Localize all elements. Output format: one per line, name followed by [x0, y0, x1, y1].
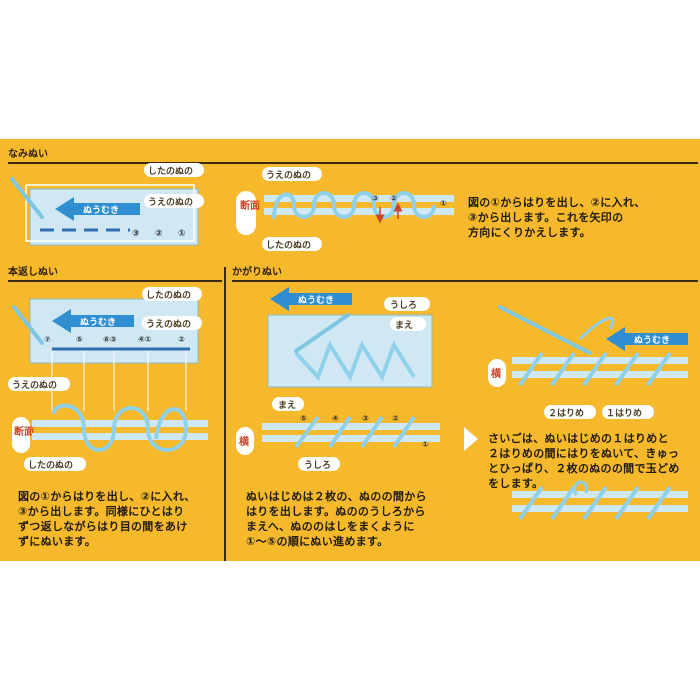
backstitch-cloth-illustration: ぬうむき したのぬの うえのぬの ⑦ ⑤ ⑥③ ④① ② — [12, 287, 202, 411]
next-arrow — [464, 427, 478, 451]
oc-front2-label: まえ — [278, 400, 296, 411]
bs-upper-cloth-cs-label: うえのぬの — [12, 380, 57, 391]
instruction-panel: なみぬい 本返しぬい かがりぬい ぬうむき したのぬの うえのぬの ③ ② ① … — [0, 139, 700, 561]
bs-num-41: ④① — [138, 335, 152, 344]
divider — [224, 267, 226, 561]
oc-num-4: ④ — [332, 414, 339, 423]
backstitch-instructions: 図の①からはりを出し、②に入れ、 ③から出します。同様にひとはり ずつ返しながら… — [18, 490, 196, 548]
oc-side-label: 横 — [239, 435, 250, 448]
bs-upper-cloth-label: うえのぬの — [146, 319, 191, 330]
under-cloth-label: したのぬの — [148, 166, 193, 177]
bs-num-7: ⑦ — [44, 335, 51, 344]
upper-cloth-label: うえのぬの — [148, 197, 193, 208]
oc-num-3: ③ — [362, 414, 369, 423]
bs-cross-section-label: 断面 — [14, 425, 34, 438]
oc-back-label: うしろ — [390, 300, 417, 311]
running-cloth-illustration: ぬうむき したのぬの うえのぬの ③ ② ① — [10, 163, 204, 246]
section-title-backstitch: 本返しぬい — [8, 267, 58, 278]
finish-instructions: さいごは、ぬいはじめの１はりめと ２はりめの間にはりをぬいて、きゅっ とひっぱり… — [488, 432, 680, 490]
num-2: ② — [155, 229, 163, 239]
oc-num-1: ① — [422, 440, 429, 449]
oc-direction-label: ぬうむき — [298, 295, 334, 306]
header-overcast: かがりぬい — [232, 266, 698, 282]
oc-num-2: ② — [392, 414, 399, 423]
overcast-cloth-illustration: ぬうむき うしろ まえ まえ 横 ⑤ ④ ③ ② ① うしろ — [236, 287, 478, 471]
header-running: なみぬい — [8, 148, 698, 164]
running-instructions: 図の①からはりを出し、②に入れ、 ③から出します。これを矢印の 方向にくりかえし… — [468, 196, 646, 239]
bs-num-5: ⑤ — [76, 335, 83, 344]
cs-num-3: ③ — [372, 194, 379, 203]
bs-under-cloth-label: したのぬの — [146, 290, 191, 301]
backstitch-cross-section: うえのぬの 断面 したのぬの — [8, 377, 208, 471]
fin-side-label: 横 — [491, 367, 502, 380]
running-cross-section: 断面 うえのぬの したのぬの ③ ② ① — [236, 167, 454, 251]
direction-arrow — [55, 197, 140, 221]
bs-num-63: ⑥③ — [103, 335, 117, 344]
finish-illustration: ぬうむき 横 ２はりめ １はりめ — [488, 305, 688, 521]
direction-label: ぬうむき — [83, 205, 119, 216]
cs-num-1: ① — [440, 199, 447, 208]
illustrations: ぬうむき したのぬの うえのぬの ③ ② ① 断面 うえのぬの したのぬの ③ … — [8, 163, 688, 521]
under-cloth-cs-label: したのぬの — [266, 240, 311, 251]
oc-back2-label: うしろ — [304, 460, 331, 471]
section-title-running: なみぬい — [8, 149, 48, 160]
oc-front-label: まえ — [395, 320, 413, 331]
num-3: ③ — [132, 229, 140, 239]
oc-num-5: ⑤ — [300, 414, 307, 423]
bs-under-cloth-cs-label: したのぬの — [28, 460, 73, 471]
fin-direction-label: ぬうむき — [634, 335, 670, 346]
fin-second-label: ２はりめ — [548, 408, 584, 419]
section-title-overcast: かがりぬい — [232, 267, 282, 278]
overcast-instructions: ぬいはじめは２枚の、ぬのの間から はりを出します。ぬののうしろから まえへ、ぬの… — [246, 490, 427, 548]
fin-first-label: １はりめ — [606, 408, 642, 419]
bs-num-2: ② — [178, 335, 185, 344]
header-backstitch: 本返しぬい — [8, 266, 222, 282]
num-1: ① — [178, 229, 186, 239]
upper-cloth-cs-label: うえのぬの — [266, 170, 311, 181]
cs-num-2: ② — [390, 194, 397, 203]
cross-section-label: 断面 — [240, 199, 260, 212]
bs-direction-label: ぬうむき — [80, 317, 116, 328]
